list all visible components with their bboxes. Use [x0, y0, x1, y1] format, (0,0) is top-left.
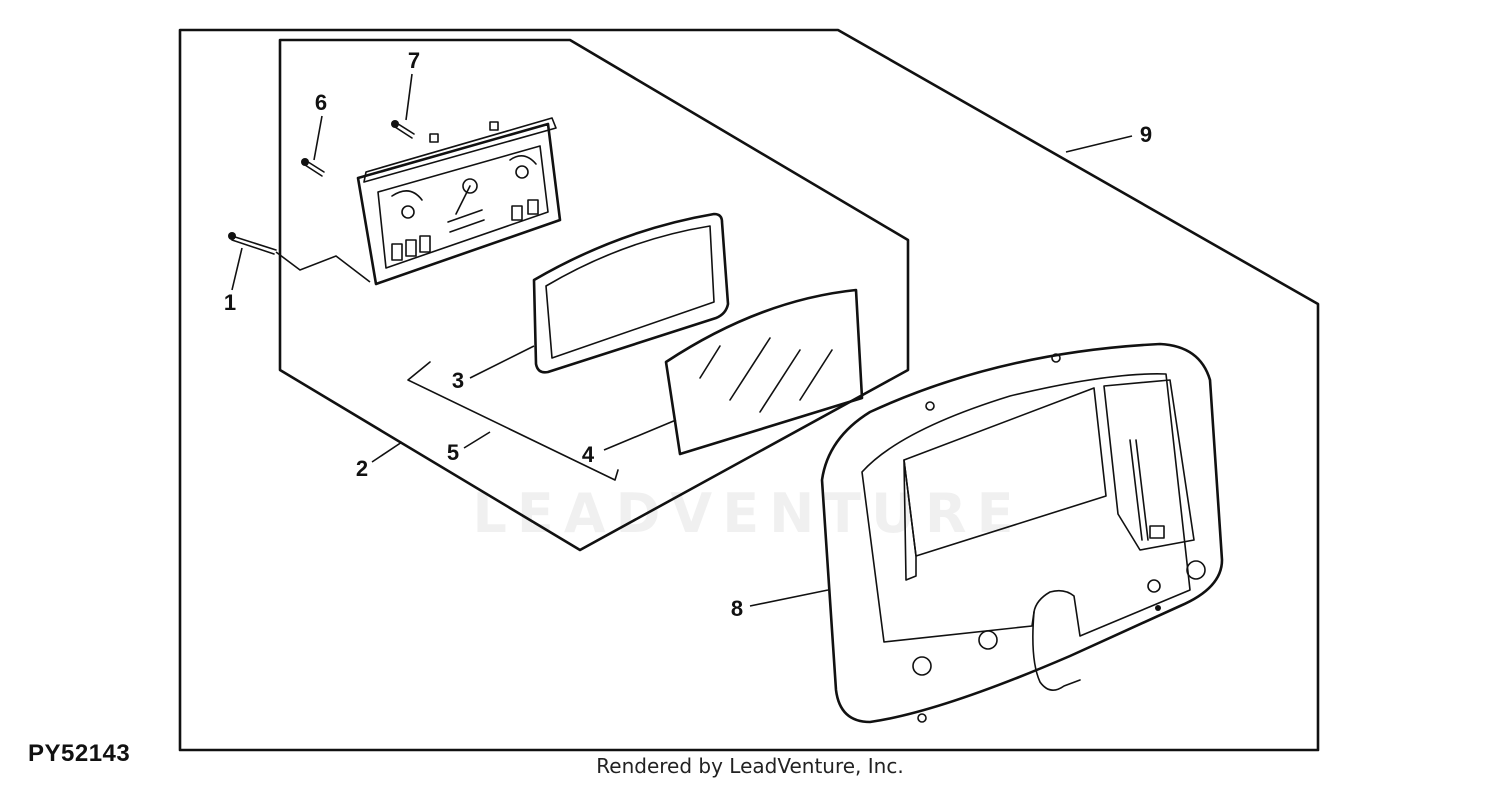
lens-gasket — [532, 212, 730, 374]
callout-8[interactable]: 8 — [731, 596, 743, 621]
leader-6 — [313, 115, 323, 161]
callout-6[interactable]: 6 — [315, 90, 327, 115]
watermark: LEADVENTURE — [473, 482, 1024, 545]
figure-id: PY52143 — [28, 740, 131, 767]
callout-4[interactable]: 4 — [582, 442, 595, 467]
kit-boundary-outline — [178, 28, 1320, 752]
leader-9 — [1065, 135, 1133, 153]
callout-7[interactable]: 7 — [408, 48, 420, 73]
callout-9[interactable]: 9 — [1140, 122, 1152, 147]
lens-glass — [664, 288, 864, 456]
leader-5 — [463, 431, 491, 449]
callout-2[interactable]: 2 — [356, 456, 368, 481]
leader-8 — [749, 589, 829, 607]
leader-1-link — [275, 251, 371, 283]
dash-panel-housing — [820, 342, 1224, 724]
callout-1[interactable]: 1 — [224, 290, 236, 315]
screw-item-7 — [391, 120, 415, 139]
group-bracket — [407, 361, 619, 481]
leader-2 — [371, 441, 403, 463]
leader-7 — [405, 73, 413, 121]
leader-3 — [469, 345, 535, 379]
instrument-cluster — [356, 117, 562, 286]
footer-credit: Rendered by LeadVenture, Inc. — [596, 754, 904, 778]
callout-5[interactable]: 5 — [447, 440, 459, 465]
callout-3[interactable]: 3 — [452, 368, 464, 393]
screw-item-1 — [228, 232, 277, 255]
screw-item-6 — [301, 158, 325, 177]
leader-1 — [231, 247, 243, 291]
assembly-boundary-outline — [278, 38, 910, 552]
leader-4 — [603, 419, 677, 451]
